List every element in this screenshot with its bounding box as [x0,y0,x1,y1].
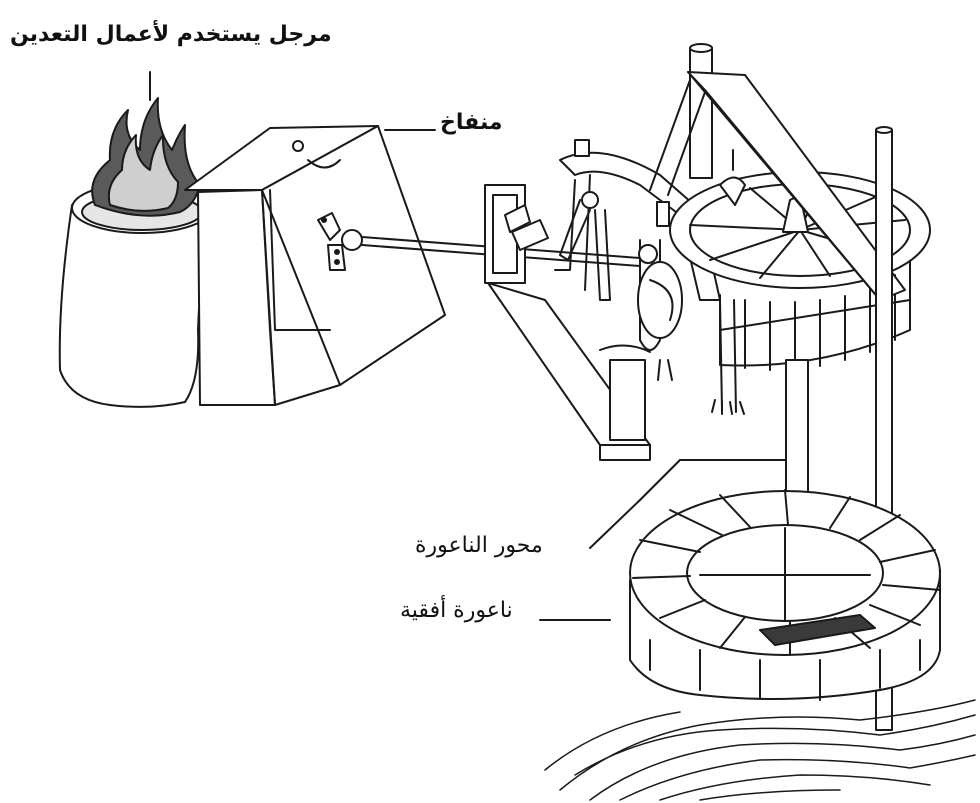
water-stream [544,699,976,801]
crank-frame [484,139,721,461]
furnace-label: مرجل يستخدم لأعمال التعدين [10,22,332,47]
tower-frame [649,43,906,415]
bellows-label: منفاخ [440,110,503,135]
bellows [184,125,446,406]
furnace [58,71,213,408]
bellows-handle [317,212,363,271]
wheel-axle-label: محور الناعورة [415,533,543,558]
flame-icon [91,97,201,217]
horizontal-wheel-label: ناعورة أفقية [400,598,513,623]
horizontal-water-wheel [629,489,941,701]
